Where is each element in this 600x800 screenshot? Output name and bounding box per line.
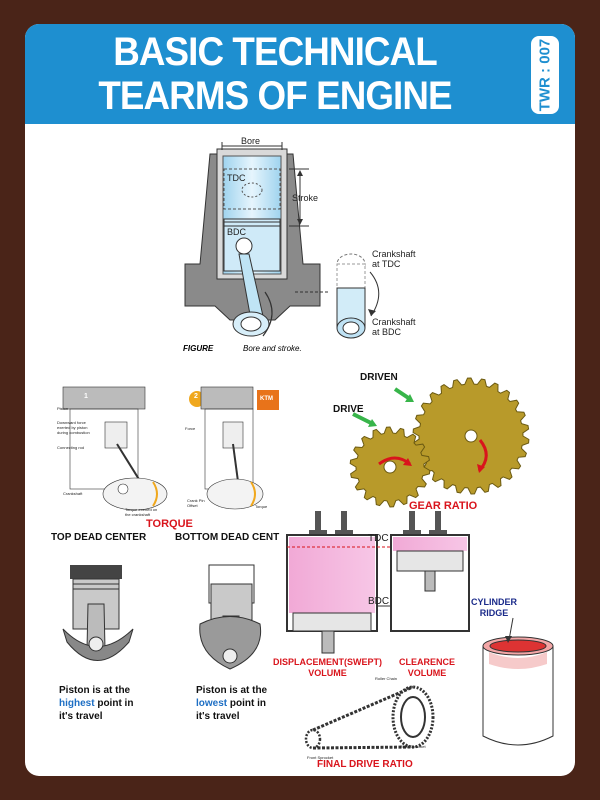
- poster-title: BASIC TECHNICAL TEARMS OF ENGINE: [45, 30, 505, 118]
- title-line-2: TEARMS OF ENGINE: [98, 74, 452, 118]
- dead-center-figure: [62, 564, 262, 670]
- drive-label: DRIVE: [333, 404, 364, 415]
- final-drive-ratio-title: FINAL DRIVE RATIO: [317, 759, 413, 770]
- stroke-label: Stroke: [292, 193, 319, 203]
- rear-sprocket-label: Rear Sprocket: [400, 744, 426, 749]
- gear-figure: [349, 377, 530, 508]
- piston-label: Piston: [57, 406, 69, 411]
- tdc-label: TDC: [227, 173, 246, 183]
- crankshaft-label: Crankshaft: [63, 491, 83, 496]
- displacement-volume-label: DISPLACEMENT(SWEPT)VOLUME: [273, 657, 382, 678]
- torque-title: TORQUE: [146, 518, 193, 530]
- driven-label: DRIVEN: [360, 372, 398, 383]
- front-sprocket-label: Front Sprocket: [307, 755, 334, 760]
- force-label: Force: [185, 426, 196, 431]
- ktm-logo: KTM: [260, 396, 273, 402]
- torque-figure: [62, 386, 279, 511]
- torque-small-label: Torque: [255, 504, 268, 509]
- bore-stroke-figure: [184, 142, 380, 339]
- displacement-figure: [286, 511, 470, 654]
- figure-caption: Bore and stroke.: [243, 344, 302, 353]
- top-dead-center-title: TOP DEAD CENTER: [51, 532, 147, 543]
- torque-step-2: 2: [194, 393, 198, 400]
- diagram-canvas: [62, 142, 554, 750]
- final-drive-figure: [304, 685, 435, 750]
- bdc-label: BDC: [227, 227, 247, 237]
- cylinder-ridge-figure: [482, 617, 554, 746]
- torque-step-1: 1: [84, 393, 88, 400]
- title-line-1: BASIC TECHNICAL: [113, 30, 437, 74]
- bottom-dead-center-title: BOTTOM DEAD CENT: [175, 532, 280, 543]
- bore-label: Bore: [241, 136, 261, 146]
- driven-gear-hub: [464, 429, 478, 443]
- crank-pin-offset-label: Crank Pin Offset: [187, 498, 205, 508]
- poster-code-badge: TWR : 007: [531, 36, 559, 114]
- roller-chain-label: Roller Chain: [375, 676, 398, 681]
- gear-ratio-title: GEAR RATIO: [409, 500, 478, 512]
- connecting-rod-label: Connecting rod: [57, 445, 85, 450]
- disp-bdc-label: BDC: [368, 596, 390, 607]
- title-banner: BASIC TECHNICAL TEARMS OF ENGINE TWR : 0…: [25, 24, 575, 124]
- drive-gear-hub: [383, 460, 397, 474]
- figure-label: FIGURE: [183, 344, 214, 353]
- poster-card: BASIC TECHNICAL TEARMS OF ENGINE TWR : 0…: [25, 24, 575, 776]
- disp-tdc-label: TDC: [368, 533, 389, 544]
- force-desc-label: Downward force exerted by piston during …: [57, 420, 90, 435]
- torque-note-label: Torque exerted on the crankshaft: [125, 507, 158, 517]
